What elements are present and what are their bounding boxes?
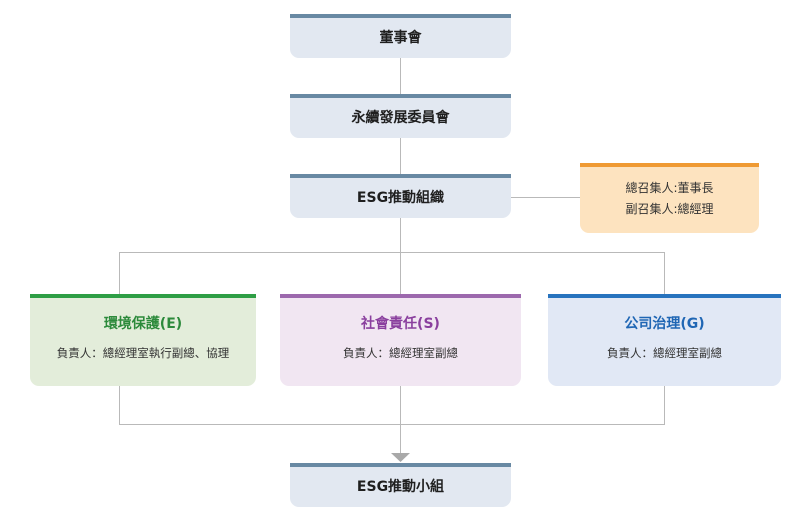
governance-pillar-title: 公司治理(G): [624, 316, 705, 332]
deputy-convener-text: 副召集人:總經理: [625, 202, 714, 216]
chief-convener-text: 總召集人:董事長: [625, 181, 714, 195]
esg-team-box: ESG推動小組: [290, 463, 511, 507]
environment-pillar-title: 環境保護(E): [103, 316, 183, 332]
convener-box: 總召集人:董事長 副召集人:總經理: [580, 163, 759, 233]
esg-team-title: ESG推動小組: [356, 479, 445, 495]
social-responsible-text: 負責人：總經理室副總: [343, 346, 458, 360]
esg-organization-box: ESG推動組織: [290, 174, 511, 218]
environment-responsible-text: 負責人：總經理室執行副總、協理: [56, 346, 230, 360]
governance-pillar-box: 公司治理(G) 負責人：總經理室副總: [548, 294, 781, 386]
governance-responsible-text: 負責人：總經理室副總: [607, 346, 722, 360]
connector-branch-bottom: [119, 386, 665, 425]
social-pillar-box: 社會責任(S) 負責人：總經理室副總: [280, 294, 521, 386]
environment-pillar-box: 環境保護(E) 負責人：總經理室執行副總、協理: [30, 294, 256, 386]
board-title: 董事會: [379, 30, 422, 46]
board-box: 董事會: [290, 14, 511, 58]
esg-organization-title: ESG推動組織: [356, 190, 445, 206]
social-pillar-title: 社會責任(S): [361, 316, 440, 332]
sustainability-committee-title: 永續發展委員會: [351, 110, 450, 126]
arrow-down-icon: [391, 453, 410, 462]
connector-branch-top: [119, 252, 665, 298]
sustainability-committee-box: 永續發展委員會: [290, 94, 511, 138]
